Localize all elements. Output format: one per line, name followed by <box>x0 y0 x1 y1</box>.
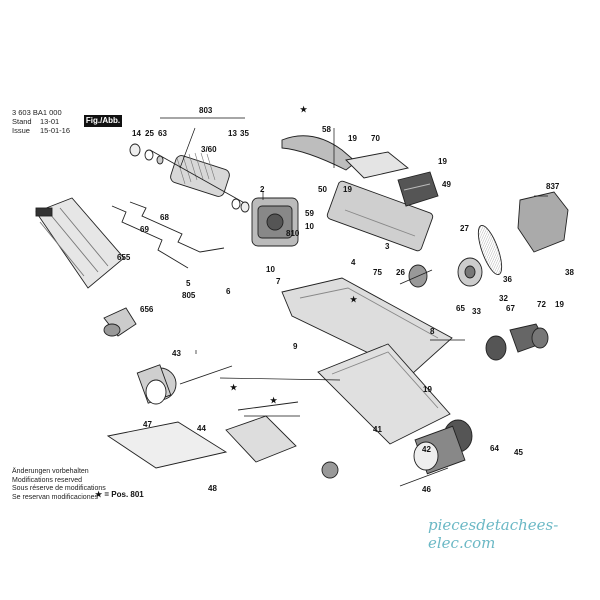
label-48: 48 <box>208 484 217 493</box>
label-10b: 10 <box>266 265 275 274</box>
label-42: 42 <box>422 445 431 454</box>
label-69: 69 <box>140 225 149 234</box>
label-3-60: 3/60 <box>201 145 217 154</box>
note-de: Änderungen vorbehalten <box>12 468 89 475</box>
label-64: 64 <box>490 444 499 453</box>
label-45: 45 <box>514 448 523 457</box>
label-32: 32 <box>499 294 508 303</box>
handle-58 <box>281 135 357 171</box>
note-es: Se reservan modificaciones <box>12 493 98 501</box>
note-en: Modifications reserved <box>12 476 83 484</box>
label-65: 65 <box>456 304 465 313</box>
rear-roller-45 <box>399 419 473 487</box>
label-63: 63 <box>158 129 167 138</box>
callout-labels: 803 14 25 63 13 35 3/60 2 58 70 19 19 50… <box>117 105 574 494</box>
label-35: 35 <box>240 129 249 138</box>
label-72: 72 <box>537 300 546 309</box>
watermark: piecesdetachees-elec.com <box>428 516 559 552</box>
label-27: 27 <box>460 224 469 233</box>
switch-49 <box>397 171 439 207</box>
figure-badge: Fig./Abb. 1 <box>84 115 122 137</box>
label-6: 6 <box>226 287 231 296</box>
star-footnote: ★ = Pos. 801 <box>95 490 144 499</box>
label-803: 803 <box>199 106 213 115</box>
frame-44 <box>225 401 339 479</box>
label-837: 837 <box>546 182 560 191</box>
issue-label: Issue <box>12 126 30 135</box>
label-9: 9 <box>293 342 298 351</box>
spring-68 <box>129 201 225 253</box>
label-7: 7 <box>276 277 281 286</box>
stand-label: Stand <box>12 117 32 126</box>
label-5: 5 <box>186 279 191 288</box>
cover-70 <box>345 151 410 179</box>
label-8: 8 <box>430 327 435 336</box>
front-roller-43 <box>136 364 233 405</box>
spring-69 <box>111 205 189 269</box>
rear-handle-67 <box>485 323 549 361</box>
label-58: 58 <box>322 125 331 134</box>
label-810: 810 <box>286 229 300 238</box>
label-67: 67 <box>506 304 515 313</box>
label-33: 33 <box>472 307 481 316</box>
pulley-26 <box>399 264 433 288</box>
note-fr: Sous réserve de modifications <box>12 485 106 492</box>
stand-value: 13-01 <box>40 117 60 126</box>
sanding-sheet-47 <box>106 421 228 469</box>
label-68: 68 <box>160 213 169 222</box>
label-43: 43 <box>172 349 181 358</box>
label-655: 655 <box>117 253 131 262</box>
star-marker-middle: ★ <box>230 383 238 392</box>
drawing-number: 3 603 BA1 000 <box>12 108 62 117</box>
label-26: 26 <box>396 268 405 277</box>
label-19b: 19 <box>438 157 447 166</box>
pulley-33 <box>457 257 483 287</box>
motor-armature <box>129 143 250 213</box>
label-41: 41 <box>373 425 382 434</box>
label-44: 44 <box>197 424 206 433</box>
label-19e: 19 <box>423 385 432 394</box>
label-50: 50 <box>318 185 327 194</box>
base-housing <box>317 343 451 445</box>
label-19c: 19 <box>343 185 352 194</box>
star-marker-housing: ★ <box>350 295 358 304</box>
label-19d: 19 <box>555 300 564 309</box>
label-38: 38 <box>565 268 574 277</box>
label-3: 3 <box>385 242 390 251</box>
label-19a: 19 <box>348 134 357 143</box>
label-13: 13 <box>228 129 237 138</box>
label-49: 49 <box>442 180 451 189</box>
label-656: 656 <box>140 305 154 314</box>
label-59: 59 <box>305 209 314 218</box>
label-2: 2 <box>260 185 265 194</box>
issue-value: 15-01-16 <box>40 126 71 135</box>
belt-27 <box>477 224 503 276</box>
star-marker-frame: ★ <box>270 396 278 405</box>
adapter-656 <box>103 307 137 337</box>
label-47: 47 <box>143 420 152 429</box>
modification-notes: Änderungen vorbehalten Modifications res… <box>12 468 106 502</box>
label-14: 14 <box>132 129 141 138</box>
label-805: 805 <box>182 291 196 300</box>
label-75: 75 <box>373 268 382 277</box>
label-4: 4 <box>351 258 356 267</box>
label-36: 36 <box>503 275 512 284</box>
main-housing-upper <box>281 180 453 375</box>
label-70: 70 <box>371 134 380 143</box>
label-46: 46 <box>422 485 431 494</box>
dust-bag <box>35 197 125 289</box>
label-25: 25 <box>145 129 154 138</box>
motor-stator <box>251 197 299 247</box>
star-marker-top: ★ <box>300 105 308 114</box>
belt-cover-837 <box>517 191 569 253</box>
label-10a: 10 <box>305 222 314 231</box>
